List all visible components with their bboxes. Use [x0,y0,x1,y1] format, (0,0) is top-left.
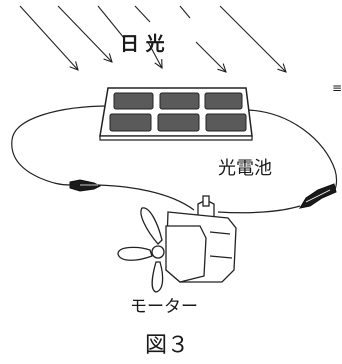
motor-body-groove [209,255,233,259]
motor [117,195,237,293]
solar-cell-label: 光電池 [218,158,272,179]
fan-blade [151,261,164,293]
ray-6 [219,5,286,72]
wire [11,105,338,214]
motor-body-front [165,225,207,283]
wire-right [247,109,338,193]
fan-blade [140,207,163,245]
edge-glyph: ≡ [332,81,342,95]
solar-cell [204,92,243,110]
solar-cells [109,92,247,132]
ray-1 [19,5,78,70]
fan-blade [117,246,153,261]
clip-right [298,183,337,209]
ray-5b [195,41,226,72]
ray-5a [179,5,191,19]
solar-cell [157,113,200,132]
motor-label: モーター [130,297,198,317]
clip-left [69,179,102,192]
motor-body-groove [209,231,231,235]
ray-4a [134,5,151,23]
solar-cell [159,92,200,110]
motor-fan [117,207,165,293]
ray-4b [147,41,162,68]
solar-cell [113,92,154,110]
ray-3 [97,5,125,39]
solar-panel-edge [99,135,253,141]
wire-right-to-motor [217,205,301,214]
sunlight-rays [19,5,286,72]
motor-terminal-post [202,195,210,207]
figure-caption: 図３ [145,333,189,358]
solar-cell [109,113,152,132]
ray-2 [57,5,112,62]
solar-cell [205,113,247,132]
fan-hub [151,245,165,259]
sunlight-label: 日 光 [120,32,165,55]
wire-left [11,105,111,186]
wire-left-to-motor [97,184,195,211]
solar-panel [99,87,253,141]
